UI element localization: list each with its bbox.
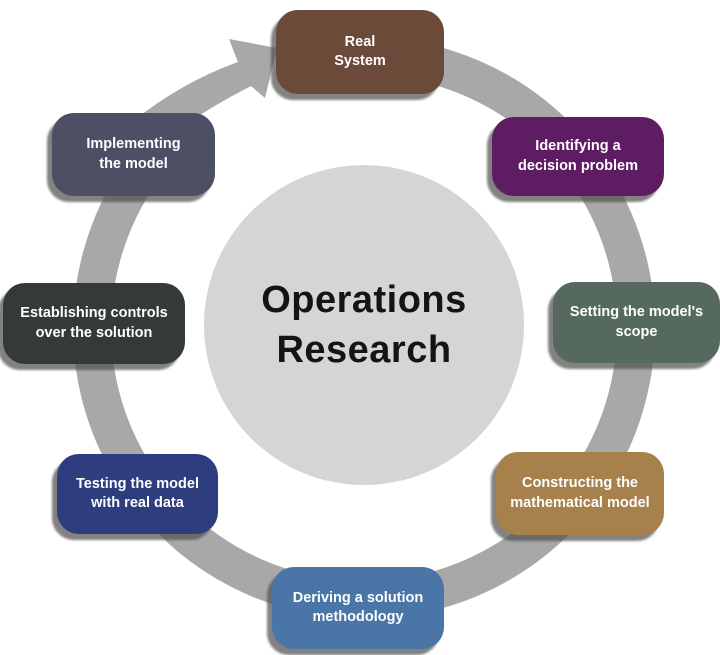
- step-label: System: [334, 53, 386, 69]
- step-label: Deriving a solution: [292, 589, 424, 606]
- center-circle: Operations Research: [204, 165, 524, 485]
- step-label: Constructing the: [522, 475, 638, 492]
- step-box-real-system: Real System: [276, 10, 444, 94]
- step-box-constructing-math-model: Constructing the mathematical model: [496, 452, 664, 535]
- step-label: Setting the model's: [569, 304, 704, 321]
- step-label: mathematical model: [510, 494, 650, 511]
- step-label: the model: [99, 155, 168, 172]
- step-box-setting-models-scope: Setting the model's scope: [553, 282, 720, 363]
- step-box-identifying-decision-problem: Identifying a decision problem: [492, 117, 664, 196]
- step-box-implementing-model: Implementing the model: [52, 113, 215, 196]
- step-label: scope: [615, 323, 658, 340]
- step-label: over the solution: [35, 324, 153, 341]
- center-title-line-2: Research: [276, 329, 452, 371]
- step-label: decision problem: [517, 157, 639, 174]
- step-label: Testing the model: [76, 475, 199, 492]
- step-label: Real: [344, 33, 376, 50]
- step-label: methodology: [312, 609, 404, 625]
- step-label: Implementing: [86, 136, 181, 153]
- center-title-line-1: Operations: [261, 278, 467, 321]
- step-box-deriving-solution-methodology: Deriving a solution methodology: [272, 567, 444, 649]
- step-box-establishing-controls: Establishing controls over the solution: [3, 283, 185, 364]
- step-label: Identifying a: [535, 138, 621, 155]
- step-box-testing-model-real-data: Testing the model with real data: [57, 454, 218, 534]
- step-label: with real data: [91, 495, 184, 511]
- step-label: Establishing controls: [20, 305, 168, 322]
